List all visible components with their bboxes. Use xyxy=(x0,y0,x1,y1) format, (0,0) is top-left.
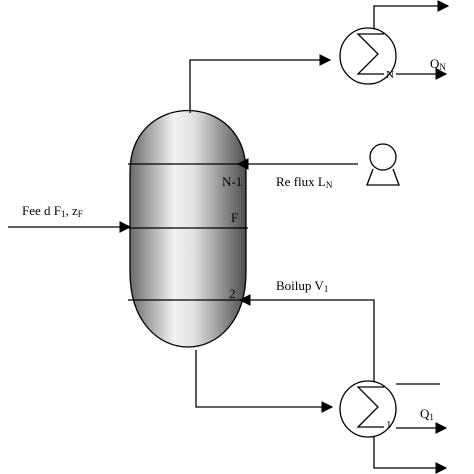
condenser-coil-icon xyxy=(356,33,384,75)
condenser-duty-label: QN xyxy=(430,56,446,72)
stage-label-top: N-1 xyxy=(222,174,242,189)
condenser-vapor-outlet xyxy=(373,0,450,28)
reflux-pump-icon xyxy=(369,143,397,171)
boilup-label: Boilup V1 xyxy=(276,278,328,294)
overhead-vapor-line xyxy=(189,54,332,113)
feed-label: Fee d F1, zF xyxy=(22,203,83,219)
stage-label-feed: F xyxy=(231,210,238,225)
reflux-label: Re flux LN xyxy=(276,174,333,190)
reboiler xyxy=(339,380,397,438)
condenser-tag: N xyxy=(386,69,394,81)
reflux-pump-base xyxy=(366,168,400,186)
column-vessel xyxy=(129,110,247,348)
reboiler-coil-icon xyxy=(356,386,384,428)
reboiler-tag: 1 xyxy=(386,419,392,431)
bottoms-product-outlet xyxy=(373,437,448,474)
bottoms-line xyxy=(195,350,334,413)
boilup-line xyxy=(238,294,375,384)
reboiler-duty-label: Q1 xyxy=(420,406,434,422)
stage-label-bottom: 2 xyxy=(229,286,236,301)
condenser xyxy=(339,27,397,85)
